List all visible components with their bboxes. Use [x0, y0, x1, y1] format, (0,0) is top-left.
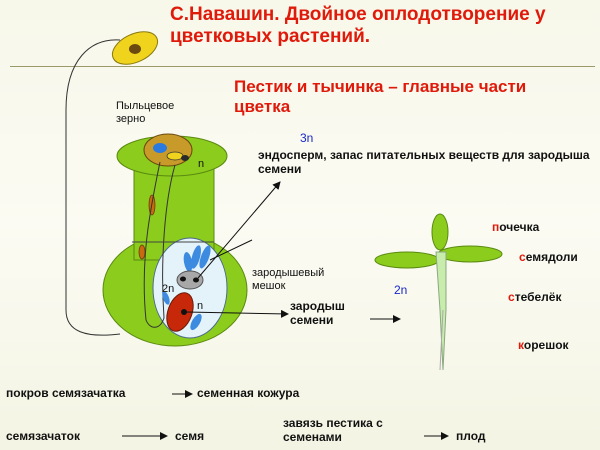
pollen-tube-path — [65, 39, 121, 336]
row2-ovary: завязь пестика с семенами — [283, 416, 383, 444]
seedling-bud — [431, 213, 449, 251]
triploid-label: 3n — [300, 131, 314, 145]
subtitle: Пестик и тычинка – главные части цветка — [234, 77, 527, 116]
cotyledons-label: семядоли — [519, 250, 578, 264]
title-divider — [10, 66, 595, 67]
arrow-embryo — [185, 309, 289, 318]
row2-ovule: семязачаток — [6, 429, 80, 443]
seedling-2n-label: 2n — [394, 283, 408, 297]
seedling-cotyledon-left — [374, 251, 440, 269]
diploid-label: 2n — [162, 283, 175, 295]
seedling-cotyledon-right — [437, 245, 503, 263]
antipodal-cell — [191, 245, 201, 269]
n-top-label: n — [198, 158, 205, 170]
seedling-stem — [435, 251, 447, 371]
row1-right: семенная кожура — [197, 386, 300, 400]
root-label: корешок — [518, 338, 569, 352]
central-cell — [176, 270, 204, 290]
bud-label: почечка — [492, 220, 540, 234]
pollen-label: Пыльцевое зерно — [116, 100, 175, 125]
row2-fruit: плод — [456, 429, 486, 443]
endosperm-label: эндосперм, запас питательных веществ для… — [258, 148, 590, 176]
row2-seed: семя — [175, 429, 205, 443]
arrow-endosperm — [197, 181, 281, 279]
row1-left: покров семязачатка — [6, 386, 126, 400]
arrow-sac — [209, 239, 253, 261]
zygote — [166, 292, 194, 332]
embryo-label: зародыш семени — [290, 299, 345, 327]
pollen-grain — [143, 133, 193, 167]
embryo-sac-label: зародышевый мешок — [252, 267, 325, 292]
stem-label: стебелёк — [508, 290, 562, 304]
page-title: С.Навашин. Двойное оплодотворение у цвет… — [170, 4, 546, 47]
n-bottom-label: n — [197, 300, 204, 312]
